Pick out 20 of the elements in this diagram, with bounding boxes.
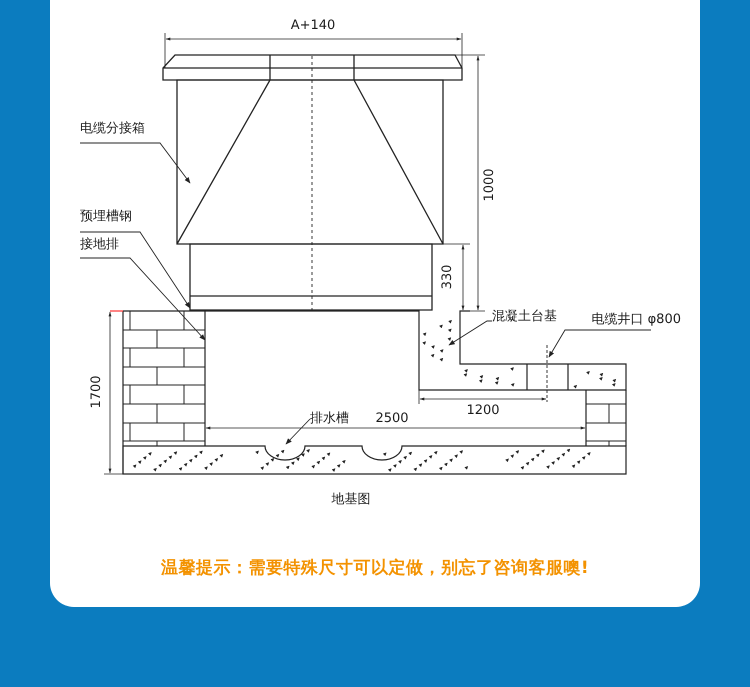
- part-label: 接地排: [80, 237, 119, 253]
- note-text: 温馨提示：需要特殊尺寸可以定做，别忘了咨询客服噢!: [160, 558, 590, 578]
- caption: 地基图: [332, 492, 370, 508]
- part-label: 电缆分接箱: [80, 121, 145, 137]
- leader-line: [80, 142, 190, 184]
- leader-line: [548, 330, 652, 358]
- leader-line: [80, 258, 206, 340]
- part-label: 混凝土台基: [492, 309, 557, 325]
- dimension-value: 2500: [375, 411, 409, 427]
- part-label: 电缆井口 φ800: [591, 312, 681, 328]
- part-label: 预埋槽钢: [80, 209, 132, 225]
- dimension-value: 330: [440, 264, 456, 290]
- leader-line: [80, 232, 190, 309]
- dimension-value: 1200: [466, 403, 500, 419]
- dimension-value: A+140: [290, 18, 336, 34]
- dimension-value: 1700: [89, 375, 105, 409]
- part-label: 排水槽: [310, 411, 349, 427]
- leader-line: [286, 418, 310, 444]
- dimension-value: 1000: [482, 168, 498, 202]
- leader-line: [448, 320, 492, 346]
